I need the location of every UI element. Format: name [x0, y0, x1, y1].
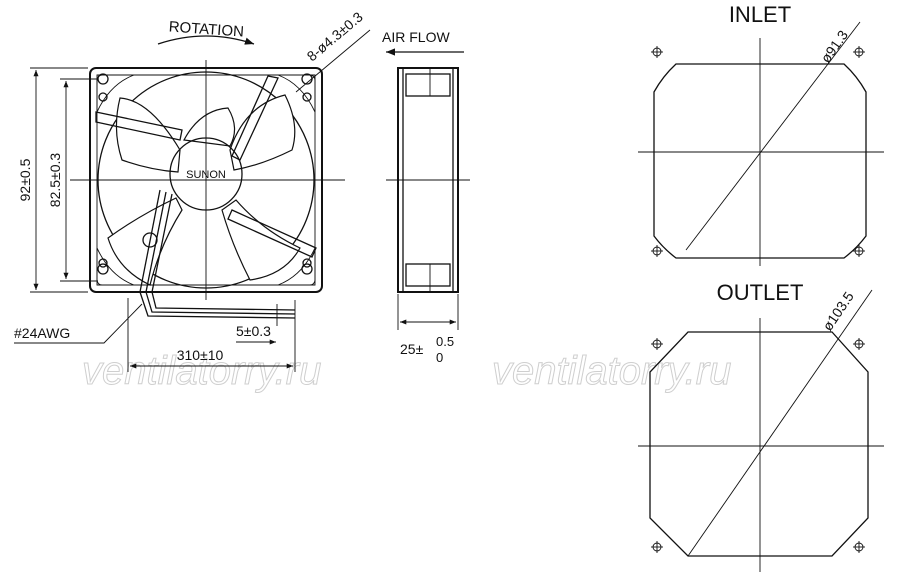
- rotation-label: ROTATION: [168, 18, 244, 40]
- thickness-tol-lower: 0: [436, 350, 443, 365]
- lead-wires: [127, 291, 296, 372]
- outlet-diameter-line: [687, 289, 873, 557]
- corner-boss-tr: [277, 74, 316, 113]
- inlet-hole-marker-icon: [651, 46, 865, 257]
- inlet-outline: [653, 63, 867, 259]
- rotation-arrow-icon: [157, 35, 255, 45]
- dim-height-outer: 92±0.5: [17, 158, 33, 201]
- wire-channel: [139, 189, 173, 293]
- hole-leader-line: [295, 29, 371, 93]
- thickness-tol-upper: 0.5: [436, 334, 454, 349]
- inlet-diameter-line: [685, 21, 861, 251]
- inlet-view: INLET ø91.3: [638, 2, 884, 266]
- front-view: SUNON ROTATION 8-ø4.3±0.3 92±0.5 82.5±0.…: [14, 8, 371, 372]
- fan-blades-icon: [107, 94, 301, 286]
- inlet-diameter-label: ø91.3: [817, 27, 851, 66]
- outlet-title: OUTLET: [717, 280, 804, 305]
- airflow-label: AIR FLOW: [382, 29, 450, 45]
- corner-boss-bl: [96, 247, 135, 286]
- wire-gauge-label: #24AWG: [14, 325, 70, 341]
- strip-length-label: 5±0.3: [236, 323, 271, 339]
- outlet-view: OUTLET ø103.5: [638, 280, 884, 572]
- outlet-diameter-label: ø103.5: [819, 288, 857, 333]
- thickness-label: 25±: [400, 341, 424, 357]
- outlet-hole-marker-icon: [651, 338, 865, 553]
- outlet-outline: [649, 331, 869, 557]
- wire-gauge-leader: [14, 303, 143, 344]
- watermark-right: ventilatorry.ru: [492, 349, 731, 393]
- lead-length-label: 310±10: [177, 347, 224, 363]
- fan-spokes: [95, 75, 317, 258]
- corner-boss-tl: [96, 74, 135, 113]
- watermark-left: ventilatorry.ru: [82, 349, 321, 393]
- corner-boss-br: [277, 247, 316, 286]
- dim-height-holes: 82.5±0.3: [47, 153, 63, 208]
- inlet-title: INLET: [729, 2, 791, 27]
- mount-hole-spec: 8-ø4.3±0.3: [304, 8, 366, 64]
- side-view: AIR FLOW 25± 0.5 0: [382, 29, 470, 365]
